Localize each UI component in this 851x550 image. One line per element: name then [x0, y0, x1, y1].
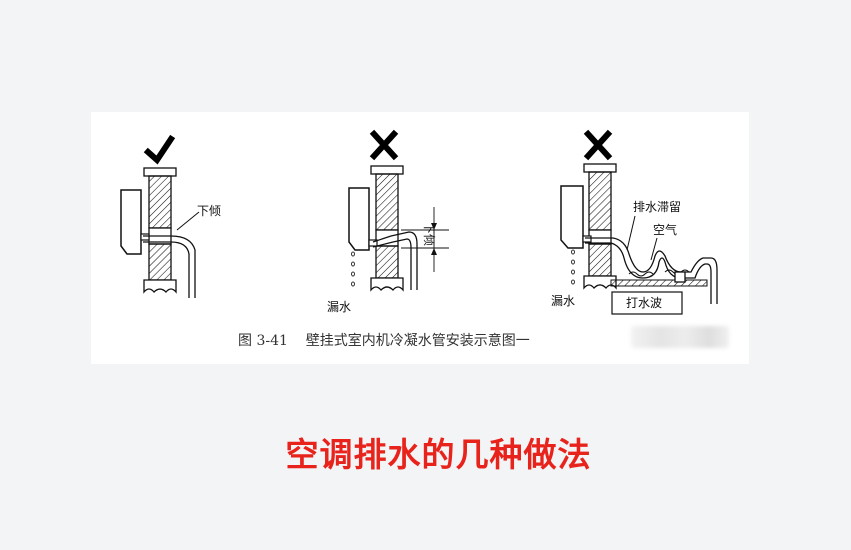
label-water-stagnation: 排水滞留 — [633, 200, 681, 214]
drain-pipe — [585, 237, 718, 304]
water-drops — [351, 251, 355, 287]
indoor-unit — [560, 185, 584, 249]
panel-wrong-trap: 排水滞留 空气 漏水 打水波 — [551, 129, 718, 315]
indoor-unit — [120, 189, 142, 255]
panel-wrong-upslope: 下倾 漏水 — [327, 129, 449, 314]
label-water-ripple: 打水波 — [626, 296, 662, 310]
water-drops — [571, 249, 575, 285]
drain-pipe — [143, 235, 196, 298]
cross-icon — [583, 129, 613, 161]
drain-pipe-diagram: 下倾 下倾 — [120, 129, 718, 349]
cross-icon — [369, 129, 399, 161]
label-slope-down: 下倾 — [197, 204, 221, 218]
wall-cap — [143, 167, 177, 177]
label-leak: 漏水 — [327, 300, 351, 314]
label-slope-down: 下倾 — [422, 222, 436, 246]
page-headline: 空调排水的几种做法 — [285, 435, 592, 474]
label-air: 空气 — [653, 222, 677, 237]
drain-pipe — [372, 231, 418, 290]
wall-lower — [148, 243, 172, 281]
panel-correct: 下倾 — [120, 134, 221, 298]
label-leak: 漏水 — [551, 294, 575, 308]
figure-caption: 图 3-41 壁挂式室内机冷凝水管安装示意图一 — [238, 332, 530, 349]
indoor-unit — [348, 187, 370, 251]
diagram-card: 下倾 下倾 — [91, 112, 749, 364]
blurred-watermark — [631, 326, 729, 348]
wall-base — [143, 279, 177, 294]
check-icon — [143, 134, 176, 165]
wall-upper — [148, 175, 172, 229]
trapped-water — [628, 271, 654, 277]
